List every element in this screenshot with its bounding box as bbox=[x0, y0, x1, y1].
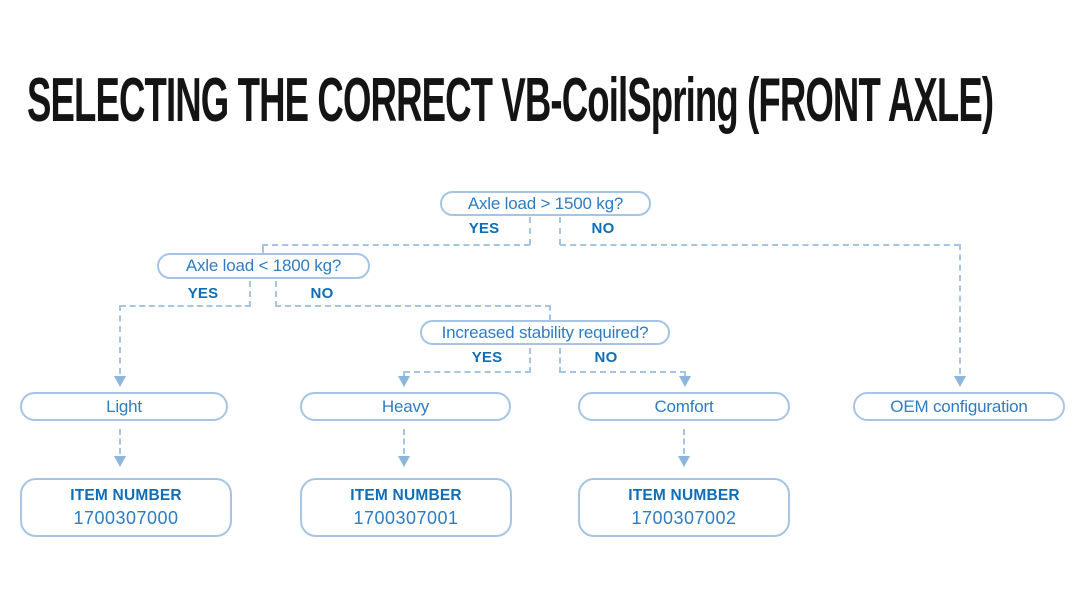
connector-d1-no-drop bbox=[559, 217, 561, 245]
item-number-heading: ITEM NUMBER bbox=[628, 486, 740, 504]
decision-question: Axle load < 1800 kg? bbox=[185, 256, 342, 275]
item-box-1: ITEM NUMBER 1700307000 bbox=[20, 478, 232, 537]
arrow-down-icon bbox=[114, 456, 126, 467]
arrow-down-icon bbox=[954, 376, 966, 387]
connector-light-vline bbox=[119, 305, 121, 374]
item-number-heading: ITEM NUMBER bbox=[70, 486, 182, 504]
result-box-heavy: Heavy bbox=[300, 392, 511, 421]
connector-item2-vline bbox=[403, 429, 405, 454]
item-number-value: 1700307000 bbox=[73, 507, 179, 528]
result-box-comfort: Comfort bbox=[578, 392, 790, 421]
decision-box-axle-load-1800: Axle load < 1800 kg? bbox=[157, 253, 370, 279]
connector-d2-stub bbox=[262, 244, 264, 253]
connector-d3-stub bbox=[549, 305, 551, 320]
decision-box-increased-stability: Increased stability required? bbox=[420, 320, 670, 345]
yes-label: YES bbox=[471, 349, 503, 366]
no-label: NO bbox=[594, 349, 618, 366]
result-label: Comfort bbox=[654, 396, 714, 416]
connector-item3-vline bbox=[683, 429, 685, 454]
connector-d1-no-hline bbox=[560, 244, 960, 246]
decision-question: Increased stability required? bbox=[441, 322, 649, 342]
connector-d1-yes-drop bbox=[529, 217, 531, 245]
connector-d2-yes-drop bbox=[249, 281, 251, 307]
item-number-value: 1700307002 bbox=[631, 507, 737, 528]
item-number-value: 1700307001 bbox=[353, 507, 459, 528]
connector-d3-no-drop bbox=[559, 348, 561, 373]
arrow-down-icon bbox=[114, 376, 126, 387]
item-box-2: ITEM NUMBER 1700307001 bbox=[300, 478, 512, 537]
arrow-down-icon bbox=[678, 456, 690, 467]
no-label: NO bbox=[591, 220, 615, 237]
connector-d2-yes-hline bbox=[120, 305, 251, 307]
connector-item1-vline bbox=[119, 429, 121, 454]
connector-heavy-stub bbox=[403, 371, 405, 376]
arrow-down-icon bbox=[679, 376, 691, 387]
result-box-oem-configuration: OEM configuration bbox=[853, 392, 1065, 421]
result-label: Heavy bbox=[381, 396, 430, 416]
arrow-down-icon bbox=[398, 456, 410, 467]
connector-d2-no-drop bbox=[275, 281, 277, 307]
connector-d2-no-hline bbox=[275, 305, 551, 307]
connector-d3-yes-drop bbox=[529, 348, 531, 373]
result-label: Light bbox=[106, 396, 142, 416]
arrow-down-icon bbox=[398, 376, 410, 387]
decision-box-axle-load-1500: Axle load > 1500 kg? bbox=[440, 191, 651, 216]
connector-d3-yes-hline bbox=[404, 371, 531, 373]
connector-d1-yes-hline bbox=[262, 244, 530, 246]
yes-label: YES bbox=[187, 285, 219, 302]
item-box-3: ITEM NUMBER 1700307002 bbox=[578, 478, 790, 537]
result-label: OEM configuration bbox=[890, 396, 1028, 416]
decision-question: Axle load > 1500 kg? bbox=[467, 193, 624, 213]
item-number-heading: ITEM NUMBER bbox=[350, 486, 462, 504]
page-title: SELECTING THE CORRECT VB-CoilSpring (FRO… bbox=[27, 66, 994, 135]
connector-d3-no-hline bbox=[560, 371, 686, 373]
yes-label: YES bbox=[468, 220, 500, 237]
connector-comfort-stub bbox=[684, 371, 686, 376]
no-label: NO bbox=[310, 285, 334, 302]
connector-oem-vline bbox=[959, 244, 961, 374]
result-box-light: Light bbox=[20, 392, 228, 421]
